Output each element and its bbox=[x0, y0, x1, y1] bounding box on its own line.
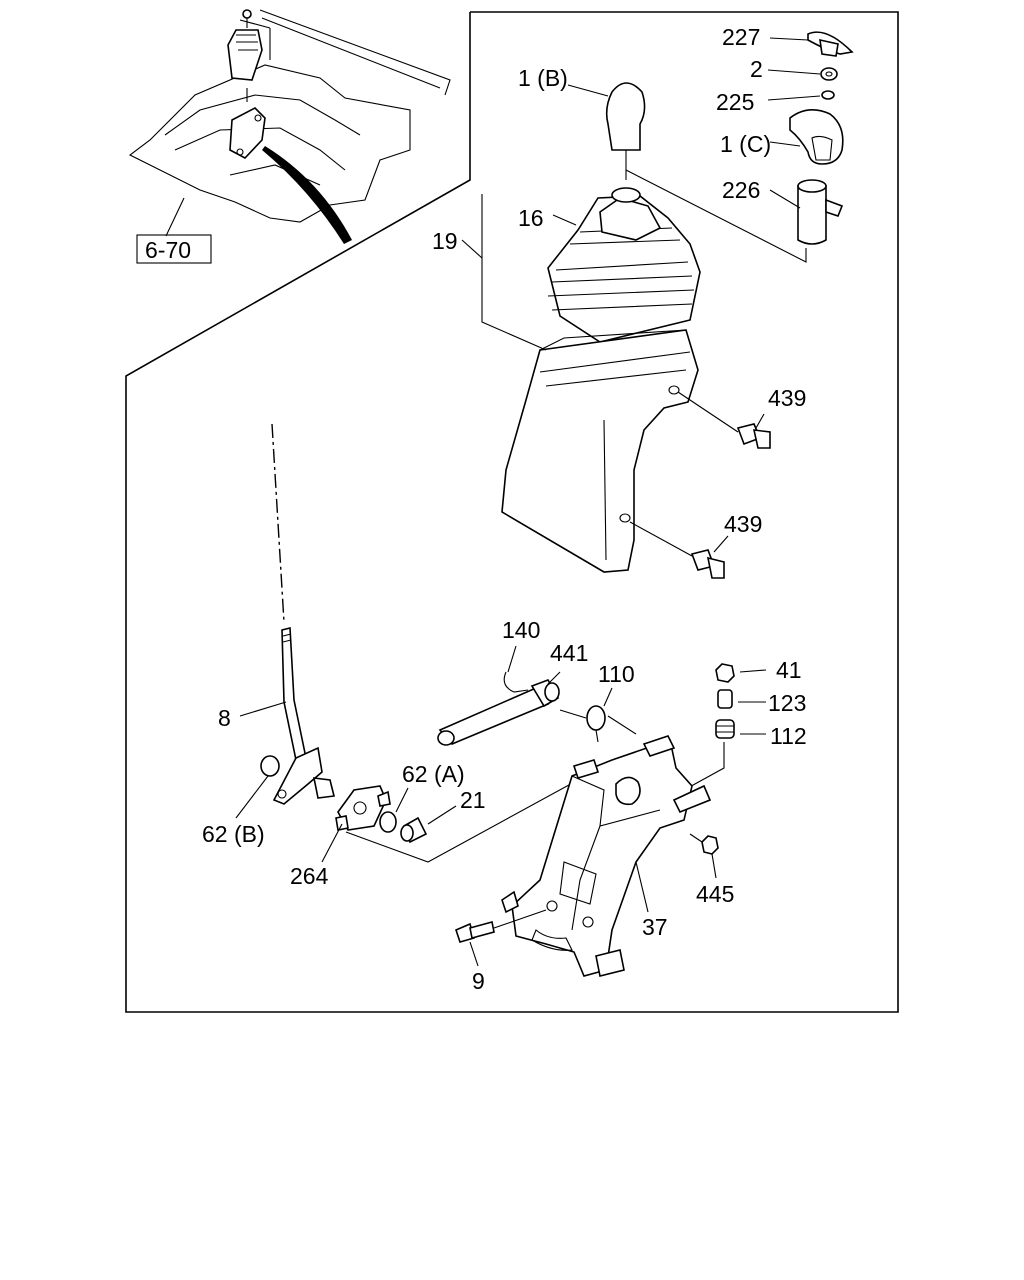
label-37: 37 bbox=[642, 914, 668, 940]
bolt-439-lower bbox=[629, 521, 729, 579]
label-110: 110 bbox=[598, 661, 635, 687]
assembly-line-plate bbox=[345, 767, 601, 863]
link-441 bbox=[437, 671, 561, 746]
assembly-line-lever bbox=[271, 423, 285, 623]
leader-knob-226 bbox=[625, 169, 807, 263]
label-62b: 62 (B) bbox=[202, 821, 265, 847]
label-62a: 62 (A) bbox=[402, 761, 465, 787]
clip-140 bbox=[503, 645, 529, 693]
label-227: 227 bbox=[722, 24, 760, 50]
main-frame bbox=[125, 11, 899, 1013]
collar-123 bbox=[717, 689, 766, 709]
part-227 bbox=[769, 31, 854, 57]
label-19: 19 bbox=[432, 228, 458, 254]
label-439-lower: 439 bbox=[724, 511, 762, 537]
inset-overview: 6-70 bbox=[128, 9, 451, 264]
part-21 bbox=[400, 805, 457, 844]
ref-box bbox=[136, 234, 212, 264]
label-439-upper: 439 bbox=[768, 385, 806, 411]
label-441: 441 bbox=[550, 640, 588, 666]
label-123: 123 bbox=[768, 690, 806, 716]
part-2-nut bbox=[767, 67, 838, 81]
cover-19 bbox=[461, 194, 699, 573]
label-264: 264 bbox=[290, 863, 329, 889]
label-9: 9 bbox=[472, 968, 485, 994]
part-226 bbox=[769, 179, 844, 245]
bush-112 bbox=[683, 719, 766, 791]
label-226: 226 bbox=[722, 177, 760, 203]
nut-41 bbox=[715, 663, 767, 683]
part-62b bbox=[235, 755, 280, 819]
label-2: 2 bbox=[750, 56, 763, 82]
part-225-washer bbox=[767, 90, 835, 101]
label-8: 8 bbox=[218, 705, 231, 731]
knob-1c bbox=[769, 109, 844, 165]
nut-445 bbox=[689, 833, 719, 879]
lever-8 bbox=[239, 626, 335, 805]
part-62a bbox=[379, 787, 409, 833]
label-41: 41 bbox=[776, 657, 802, 683]
label-445: 445 bbox=[696, 881, 734, 907]
bolt-439-upper bbox=[677, 391, 771, 449]
label-225: 225 bbox=[716, 89, 754, 115]
label-140: 140 bbox=[502, 617, 540, 643]
knob-1b bbox=[567, 82, 646, 180]
ref-label: 6-70 bbox=[145, 237, 191, 263]
label-1c: 1 (C) bbox=[720, 131, 771, 157]
bolt-9 bbox=[455, 909, 547, 967]
boot-16 bbox=[547, 187, 701, 343]
label-112: 112 bbox=[770, 723, 807, 749]
label-16: 16 bbox=[518, 205, 544, 231]
spring-110 bbox=[559, 687, 637, 743]
label-1b: 1 (B) bbox=[518, 65, 568, 91]
bracket-37 bbox=[501, 735, 712, 977]
plate-264 bbox=[321, 785, 391, 863]
label-21: 21 bbox=[460, 787, 486, 813]
